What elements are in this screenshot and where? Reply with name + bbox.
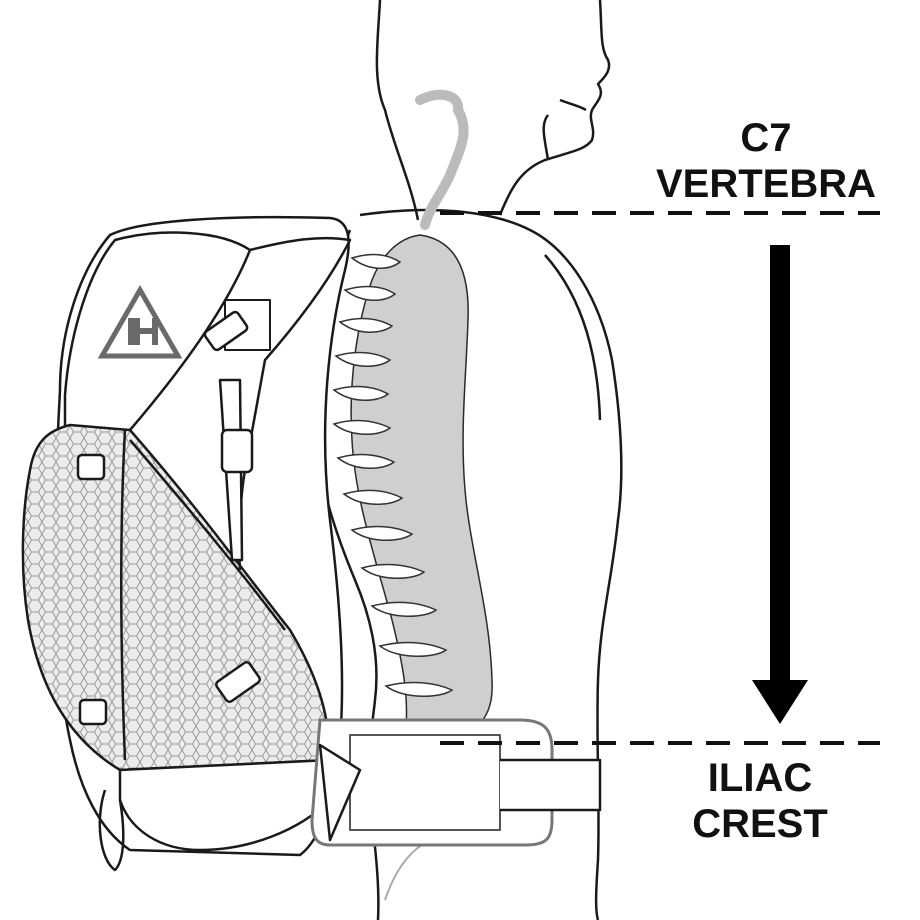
hip-belt-pocket <box>349 734 501 831</box>
spine-band <box>350 234 493 741</box>
head-outline <box>375 0 611 221</box>
hip-triangle <box>318 743 362 842</box>
vertebrae <box>332 253 454 697</box>
face-lines <box>542 98 587 161</box>
c7-vertebra-label: C7 VERTEBRA <box>636 118 896 210</box>
vertebra <box>350 253 402 269</box>
vertebra <box>378 641 448 657</box>
measurement-lines <box>440 211 880 745</box>
diagonal-strap <box>129 439 286 631</box>
iliac-crest-label: ILIAC CREST <box>660 758 860 850</box>
torso-outline <box>359 208 623 920</box>
vertebra <box>332 419 392 435</box>
spine-illustration <box>332 89 493 901</box>
buckle <box>220 428 254 474</box>
vertebra <box>342 489 404 505</box>
iliac-label-line2: CREST <box>692 802 828 846</box>
buckle <box>203 310 249 352</box>
down-arrow-icon <box>752 245 808 724</box>
backpack <box>21 215 602 872</box>
arm-outline <box>544 254 602 421</box>
c7-label-line2: VERTEBRA <box>655 162 877 206</box>
vertebra <box>370 601 438 617</box>
buckle <box>78 698 108 726</box>
compression-strap <box>120 429 127 761</box>
vertebra <box>336 453 396 469</box>
vertebra <box>350 525 414 541</box>
vertebra <box>338 317 394 333</box>
vertebra <box>334 351 392 367</box>
vertebra <box>360 563 426 579</box>
buckle <box>215 661 261 703</box>
loop <box>98 789 125 872</box>
vertebra <box>332 385 390 401</box>
hip-belt-frame <box>310 718 554 847</box>
vertebra <box>343 285 397 301</box>
c7-label-line1: C7 <box>740 116 792 160</box>
buckle <box>76 453 106 481</box>
hip-belt-strap <box>500 758 602 812</box>
iliac-label-line1: ILIAC <box>707 756 813 800</box>
triangle-logo-icon <box>97 284 183 359</box>
cervical-spine <box>415 89 469 230</box>
vertebra <box>384 681 454 697</box>
